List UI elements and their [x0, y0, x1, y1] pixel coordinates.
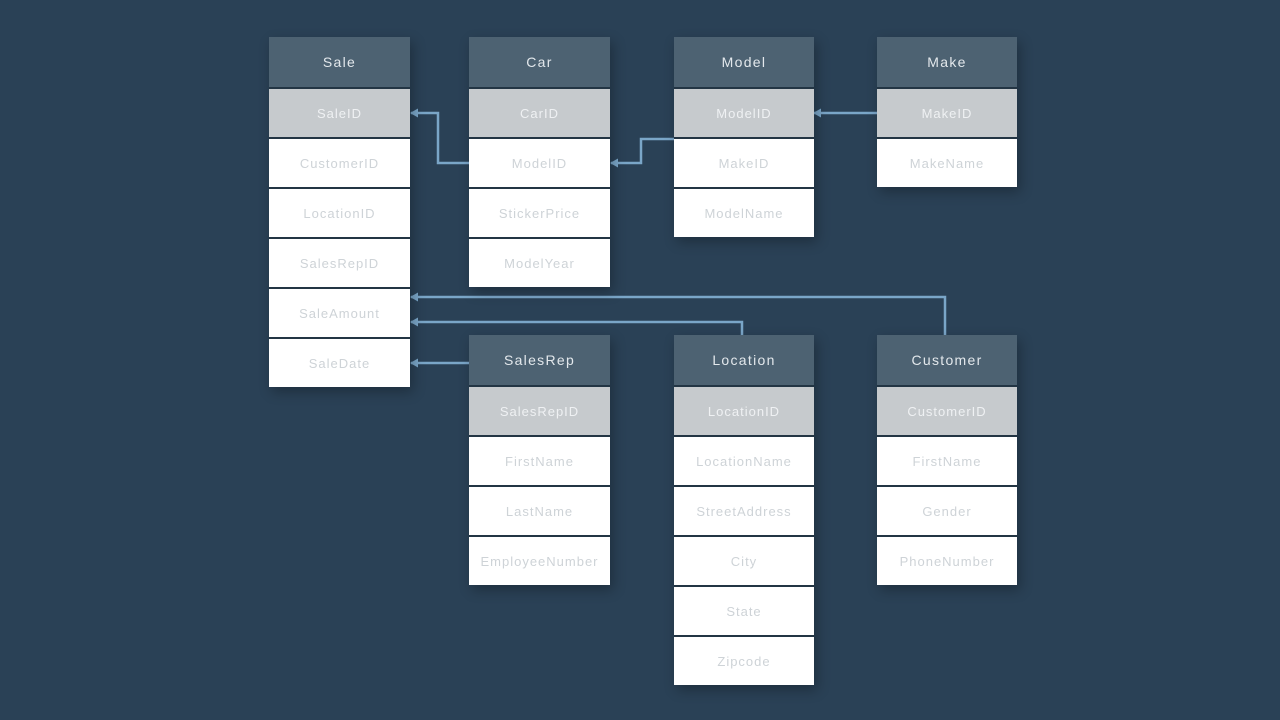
connector-arrowhead-icon [410, 292, 418, 302]
connector-sale-to-location [411, 320, 744, 338]
field-location-state: State [674, 587, 814, 635]
table-model-title: Model [674, 37, 814, 87]
field-salesrep-firstname: FirstName [469, 437, 610, 485]
field-customer-customerid: CustomerID [877, 387, 1017, 435]
field-sale-saleamount: SaleAmount [269, 289, 410, 337]
field-customer-gender: Gender [877, 487, 1017, 535]
connector-arrowhead-icon [410, 358, 418, 368]
table-location-title: Location [674, 335, 814, 385]
field-model-modelid: ModelID [674, 89, 814, 137]
field-car-modelyear: ModelYear [469, 239, 610, 287]
connector-sale-saleid-to-car-modelid [411, 111, 472, 165]
table-sale-title: Sale [269, 37, 410, 87]
field-car-carid: CarID [469, 89, 610, 137]
table-salesrep-title: SalesRep [469, 335, 610, 385]
connector-arrowhead-icon [610, 158, 618, 168]
table-car-title: Car [469, 37, 610, 87]
field-car-modelid: ModelID [469, 139, 610, 187]
connector-arrowhead-icon [813, 108, 821, 118]
field-sale-saleid: SaleID [269, 89, 410, 137]
field-location-locationid: LocationID [674, 387, 814, 435]
field-model-modelname: ModelName [674, 189, 814, 237]
field-salesrep-lastname: LastName [469, 487, 610, 535]
field-location-locationname: LocationName [674, 437, 814, 485]
field-sale-salesrepid: SalesRepID [269, 239, 410, 287]
table-customer-title: Customer [877, 335, 1017, 385]
field-customer-firstname: FirstName [877, 437, 1017, 485]
connector-arrowhead-icon [410, 108, 418, 118]
field-model-makeid: MakeID [674, 139, 814, 187]
field-location-zipcode: Zipcode [674, 637, 814, 685]
field-car-stickerprice: StickerPrice [469, 189, 610, 237]
field-salesrep-employeenumber: EmployeeNumber [469, 537, 610, 585]
connector-arrowhead-icon [410, 317, 418, 327]
field-make-makeid: MakeID [877, 89, 1017, 137]
field-customer-phonenumber: PhoneNumber [877, 537, 1017, 585]
connector-car-modelid-to-model [611, 137, 677, 165]
table-make-title: Make [877, 37, 1017, 87]
field-location-streetaddress: StreetAddress [674, 487, 814, 535]
field-sale-saledate: SaleDate [269, 339, 410, 387]
field-sale-locationid: LocationID [269, 189, 410, 237]
field-sale-customerid: CustomerID [269, 139, 410, 187]
connector-sale-to-customer [411, 295, 947, 338]
field-make-makename: MakeName [877, 139, 1017, 187]
field-location-city: City [674, 537, 814, 585]
field-salesrep-salesrepid: SalesRepID [469, 387, 610, 435]
